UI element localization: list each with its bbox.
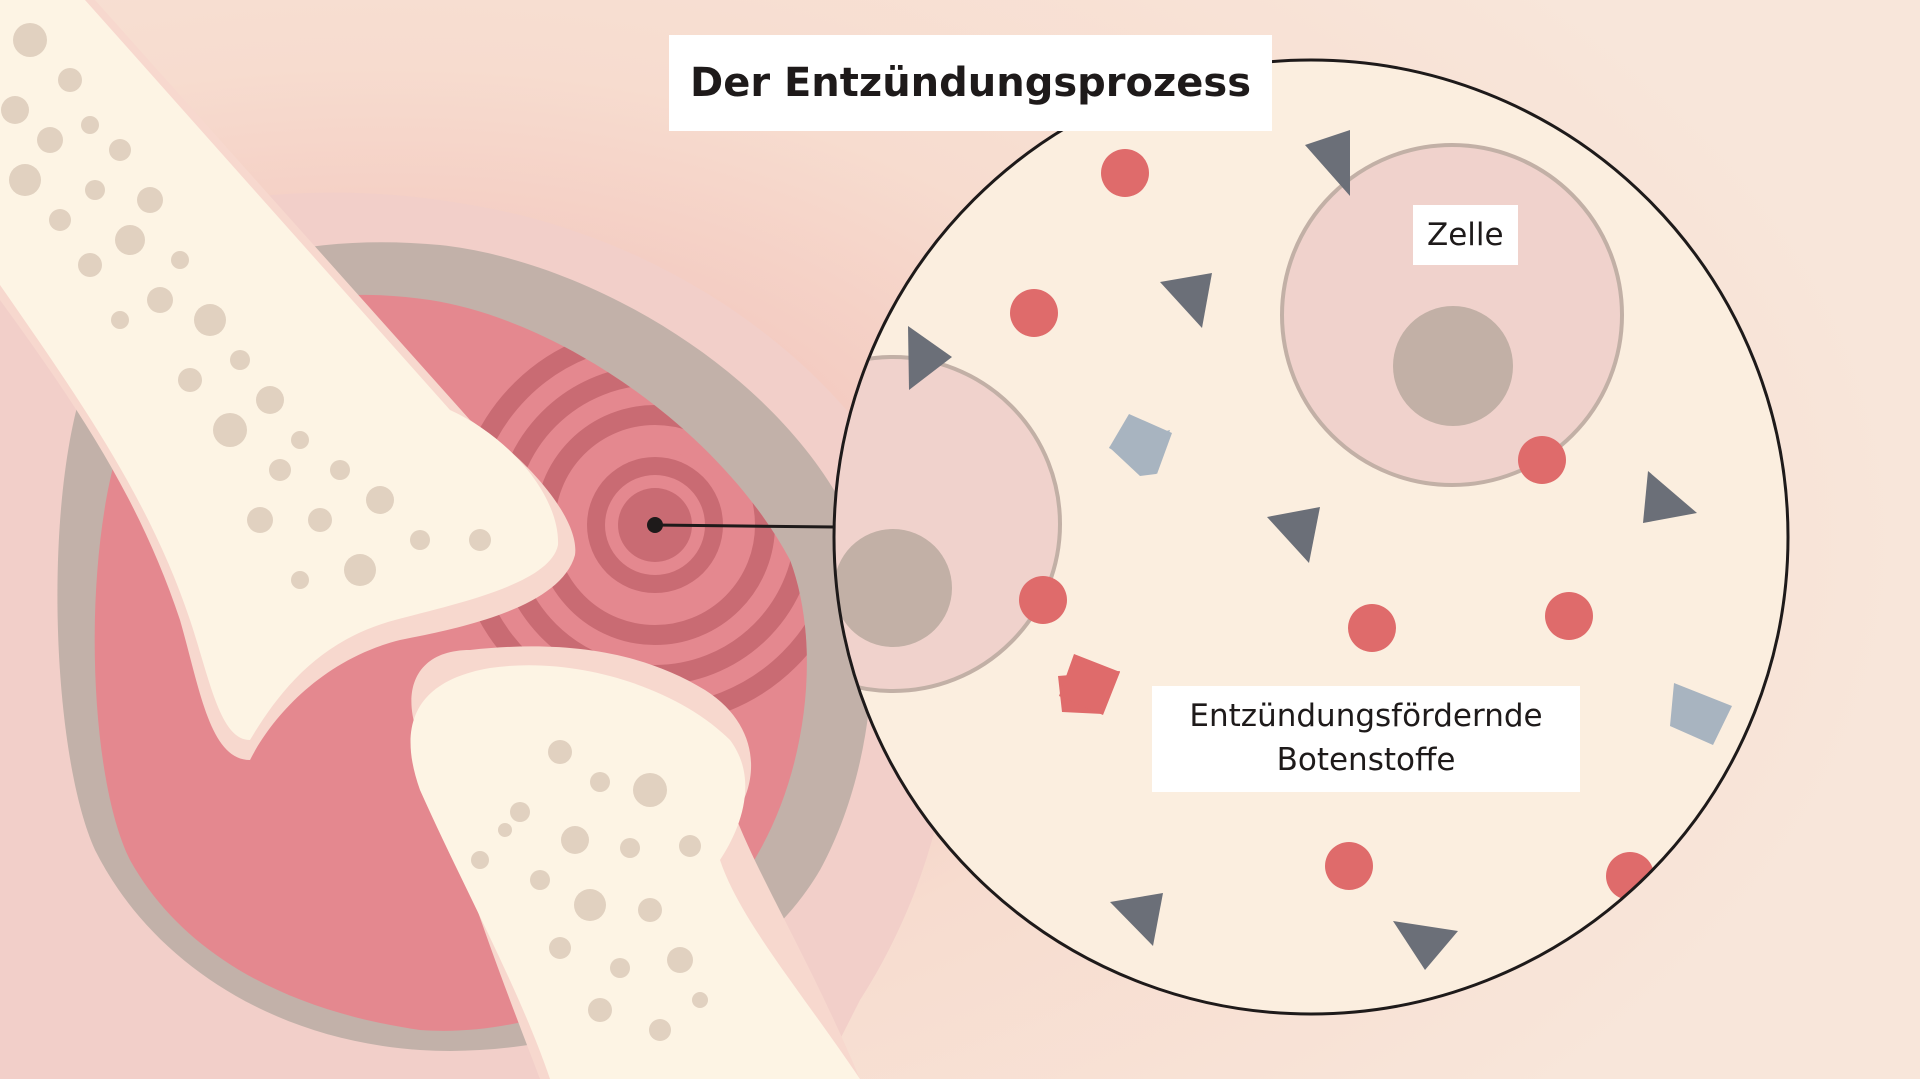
upper-bone	[0, 0, 576, 760]
zoom-connector-line	[654, 523, 836, 529]
cell-left-nucleus	[834, 529, 952, 647]
messenger-triangles	[908, 130, 1697, 970]
messenger-squares	[1058, 414, 1732, 745]
messengers-label-line-1: Entzündungsfördernde	[1189, 698, 1543, 734]
cell-left	[834, 355, 1062, 693]
diagram-title: Der Entzündungsprozess	[669, 35, 1273, 131]
magnifier-ring	[832, 58, 1790, 1016]
cell-label: Zelle	[1413, 205, 1518, 265]
messengers-label-line-2: Botenstoffe	[1276, 742, 1456, 778]
zoom-anchor-dot	[647, 517, 663, 533]
lower-bone	[410, 646, 860, 1079]
messengers-label: Entzündungsfördernde Botenstoffe	[1152, 686, 1580, 792]
cell-nucleus	[1393, 306, 1513, 426]
messenger-dots	[1010, 149, 1654, 900]
